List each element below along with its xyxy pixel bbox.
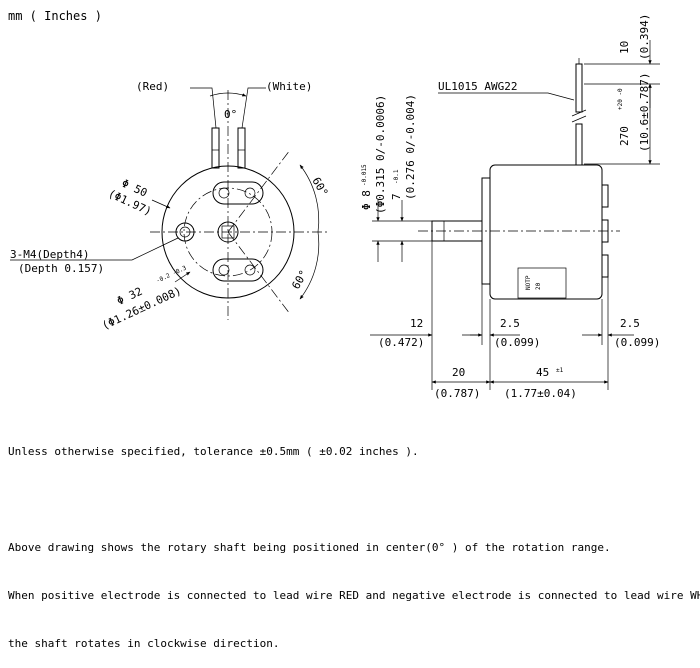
note-electrode: When positive electrode is connected to …	[8, 589, 700, 602]
dim-270-tol: +20 -0	[617, 88, 624, 110]
dim-45-in: (1.77±0.04)	[504, 387, 577, 400]
shaft-dia-mm-tol: -0.015	[361, 164, 368, 186]
lead-wire	[575, 63, 583, 113]
holes-depth-in: (Depth 0.157)	[18, 262, 104, 275]
dim-270-mm: 270	[618, 126, 631, 146]
side-view: NOTP 20 UL1015 AWG22 10 (0.394) 270 +20 …	[360, 14, 660, 400]
terminal-red	[211, 127, 220, 169]
notes-block: Unless otherwise specified, tolerance ±0…	[8, 412, 700, 668]
note-tolerance: Unless otherwise specified, tolerance ±0…	[8, 445, 419, 458]
front-view: (Red) (White) 0° 60° 60° Φ 50 (Φ1.97) 3-…	[10, 80, 331, 332]
shaft-dia-in: (Φ0.315 0/-0.0006)	[374, 95, 387, 214]
angle-zero-label: 0°	[224, 108, 237, 121]
label-plate-2: 20	[535, 282, 542, 290]
dim-10-in: (0.394)	[638, 14, 651, 60]
note-rotation: the shaft rotates in clockwise direction…	[8, 637, 280, 650]
dim-270-in: (10.6±0.787)	[638, 73, 651, 152]
pcd-tol: -0.2 -0.3	[155, 264, 188, 284]
lead-white-label: (White)	[266, 80, 312, 93]
shaft-end	[217, 221, 239, 243]
lead-red-label: (Red)	[136, 80, 169, 93]
slot-lower	[212, 258, 264, 282]
note-spacer	[8, 492, 698, 508]
dim-45-tol: ±1	[556, 367, 564, 374]
wire-label: UL1015 AWG22	[438, 80, 517, 93]
flat-mm-tol: -0.1	[393, 169, 400, 184]
note-shaft-position: Above drawing shows the rotary shaft bei…	[8, 541, 611, 554]
dim-45-mm: 45	[536, 366, 549, 379]
shaft-dia-mm: Φ 8	[360, 190, 373, 210]
angle-top-label: 60°	[309, 175, 330, 199]
dim-2-5-right-in: (0.099)	[614, 336, 660, 349]
technical-drawing: mm ( Inches )	[8, 9, 660, 400]
flat-in: (0.276 0/-0.004)	[404, 94, 417, 200]
dim-20-in: (0.787)	[434, 387, 480, 400]
pcd-circle	[183, 187, 273, 277]
label-plate-1: NOTP	[525, 275, 532, 290]
m4-hole	[175, 222, 195, 242]
units-label: mm ( Inches )	[8, 9, 102, 23]
dim-20-mm: 20	[452, 366, 465, 379]
flat-mm: 7	[390, 193, 403, 200]
dim-12-mm: 12	[410, 317, 423, 330]
dim-10-mm: 10	[618, 41, 631, 54]
dim-2-5-right-mm: 2.5	[620, 317, 640, 330]
holes-label: 3-M4(Depth4)	[10, 248, 89, 261]
dim-2-5-left-in: (0.099)	[494, 336, 540, 349]
dim-2-5-left-mm: 2.5	[500, 317, 520, 330]
dim-12-in: (0.472)	[378, 336, 424, 349]
side-body	[489, 164, 603, 300]
terminal-white	[237, 127, 246, 169]
slot-upper	[212, 181, 264, 205]
